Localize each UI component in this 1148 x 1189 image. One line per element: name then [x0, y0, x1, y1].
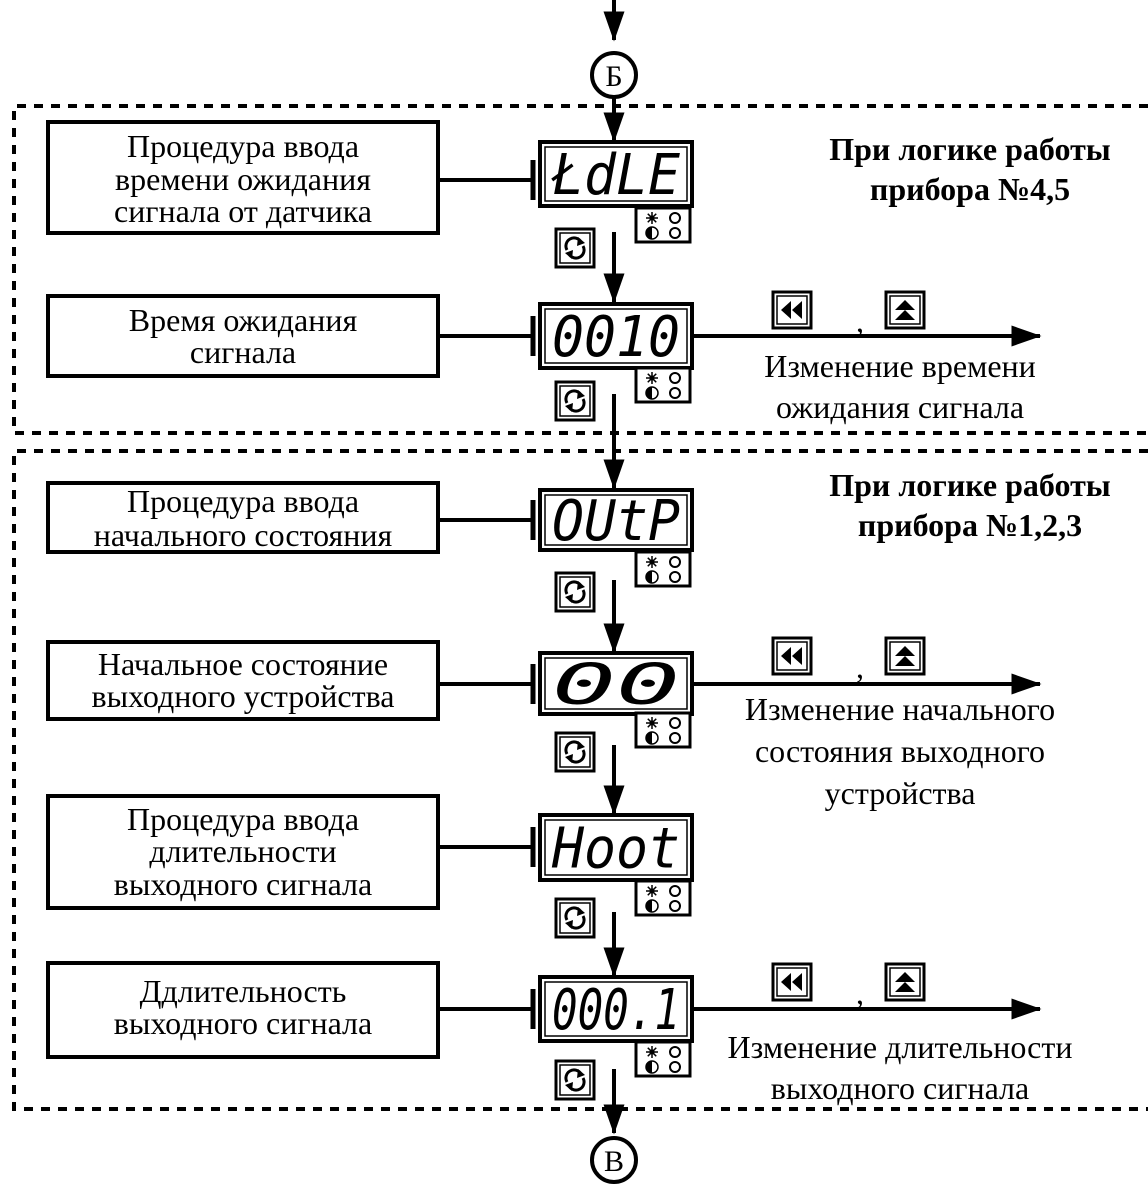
section-title-line: При логике работы [829, 467, 1111, 503]
step-label-line: выходного устройства [92, 678, 395, 714]
cycle-key-icon [554, 897, 596, 939]
lcd-display-text: ŁdLE [551, 143, 680, 208]
double-left-arrow-key-icon [771, 962, 813, 1002]
change-note-line: устройства [825, 775, 976, 811]
lcd-display-text: Hoot [551, 817, 680, 882]
change-note-line: ожидания сигнала [776, 389, 1024, 425]
change-note-line: Изменение длительности [728, 1029, 1073, 1065]
step-label-box [46, 481, 440, 554]
connector-bottom-label: В [604, 1145, 624, 1178]
up-arrow-key-icon [884, 290, 926, 330]
indicator-leds-icon [634, 1040, 692, 1078]
indicator-leds-icon [634, 879, 692, 917]
section-title-line: При логике работы [829, 131, 1111, 167]
key-separator: , [856, 975, 864, 1011]
step-label-box [46, 640, 440, 721]
double-left-arrow-key-icon [771, 636, 813, 676]
connector-top: Б [590, 51, 638, 99]
lcd-display: 00 [538, 651, 694, 718]
lcd-display-text: 000.1 [552, 978, 680, 1043]
up-arrow-key-icon [884, 636, 926, 676]
lcd-display-text: OUtP [552, 489, 680, 554]
change-note-line: выходного сигнала [771, 1070, 1029, 1106]
step-label-line: выходного сигнала [114, 866, 372, 902]
step-label-line: Начальное состояние [98, 646, 388, 682]
step-label-line: длительности [149, 833, 336, 869]
step-label-line: сигнала [190, 334, 296, 370]
step-label-line: Процедура ввода [127, 801, 359, 837]
step-label-line: начального состояния [94, 517, 393, 553]
key-separator: , [856, 649, 864, 685]
change-note-line: состояния выходного [755, 733, 1045, 769]
cycle-key-icon [554, 227, 596, 269]
step-label-line: Ддлительность [140, 973, 347, 1009]
step-label-box [46, 794, 440, 910]
indicator-leds-icon [634, 711, 692, 749]
lcd-display: OUtP [538, 488, 694, 554]
step-label-box [46, 294, 440, 378]
section-frame-logic-1-2-3 [12, 449, 1148, 1111]
section-title-line: прибора №4,5 [870, 171, 1070, 207]
cycle-key-icon [554, 380, 596, 422]
step-label-line: Процедура ввода [127, 483, 359, 519]
section-title-logic-1-2-3: При логике работы прибора №1,2,3 [829, 467, 1111, 543]
change-note-line: Изменение начального [745, 691, 1055, 727]
step-label-box [46, 961, 440, 1059]
cycle-key-icon [554, 1059, 596, 1101]
lcd-display: 0010 [538, 302, 694, 370]
indicator-leds-icon [634, 366, 692, 404]
section-title-logic-4-5: При логике работы прибора №4,5 [829, 131, 1111, 207]
step-label-line: времени ожидания [115, 161, 371, 197]
lcd-display: ŁdLE [538, 140, 694, 208]
step-label-line: выходного сигнала [114, 1005, 372, 1041]
lcd-display: Hoot [538, 813, 694, 882]
step-label-line: сигнала от датчика [114, 193, 372, 229]
step-label-line: Время ожидания [129, 302, 358, 338]
cycle-key-icon [554, 571, 596, 613]
lcd-display: 000.1 [538, 975, 694, 1043]
step-label-line: Процедура ввода [127, 128, 359, 164]
section-frames [12, 104, 1148, 1111]
connector-top-label: Б [605, 60, 622, 93]
cycle-key-icon [554, 731, 596, 773]
section-frame-logic-4-5 [12, 104, 1148, 435]
indicator-leds-icon [634, 550, 692, 588]
change-note-line: Изменение времени [764, 348, 1036, 384]
section-title-line: прибора №1,2,3 [858, 507, 1082, 543]
lcd-display-text: 00 [552, 653, 680, 718]
indicator-leds-icon [634, 206, 692, 244]
up-arrow-key-icon [884, 962, 926, 1002]
key-separator: , [856, 303, 864, 339]
step-label-box [46, 120, 440, 235]
lcd-display-text: 0010 [552, 305, 680, 370]
double-left-arrow-key-icon [771, 290, 813, 330]
connector-bottom: В [590, 1136, 638, 1184]
